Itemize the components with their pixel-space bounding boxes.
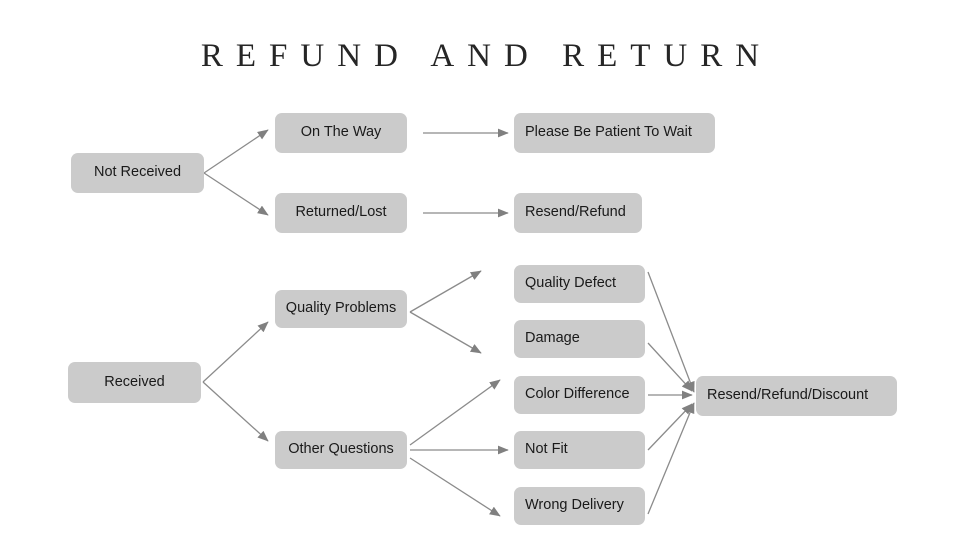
node-damage[interactable]: Damage	[514, 320, 645, 358]
node-received[interactable]: Received	[68, 362, 201, 403]
node-on-the-way[interactable]: On The Way	[275, 113, 407, 153]
node-returned-lost[interactable]: Returned/Lost	[275, 193, 407, 233]
edge-quality-problems-to-quality-defect	[409, 270, 482, 313]
edge-not-fit-to-resend-refund-discount	[647, 403, 693, 451]
edge-wrong-delivery-to-resend-refund-discount	[647, 402, 695, 515]
edge-not-received-to-on-the-way	[203, 129, 269, 174]
edge-quality-problems-to-damage	[409, 311, 482, 354]
node-resend-refund[interactable]: Resend/Refund	[514, 193, 642, 233]
edge-quality-defect-to-resend-refund-discount	[647, 271, 695, 393]
edge-damage-to-resend-refund-discount	[647, 342, 693, 392]
node-not-fit[interactable]: Not Fit	[514, 431, 645, 469]
edge-received-to-quality-problems	[202, 321, 269, 383]
node-quality-problems[interactable]: Quality Problems	[275, 290, 407, 328]
node-other-questions[interactable]: Other Questions	[275, 431, 407, 469]
node-please-be-patient-to-wait[interactable]: Please Be Patient To Wait	[514, 113, 715, 153]
edge-other-questions-to-wrong-delivery	[409, 457, 501, 517]
edge-received-to-other-questions	[202, 381, 269, 442]
node-color-difference[interactable]: Color Difference	[514, 376, 645, 414]
node-resend-refund-discount[interactable]: Resend/Refund/Discount	[696, 376, 897, 416]
node-wrong-delivery[interactable]: Wrong Delivery	[514, 487, 645, 525]
edge-other-questions-to-color-difference	[409, 379, 501, 446]
page-title: REFUND AND RETURN	[200, 38, 773, 74]
node-quality-defect[interactable]: Quality Defect	[514, 265, 645, 303]
node-not-received[interactable]: Not Received	[71, 153, 204, 193]
edge-not-received-to-returned-lost	[203, 172, 269, 216]
